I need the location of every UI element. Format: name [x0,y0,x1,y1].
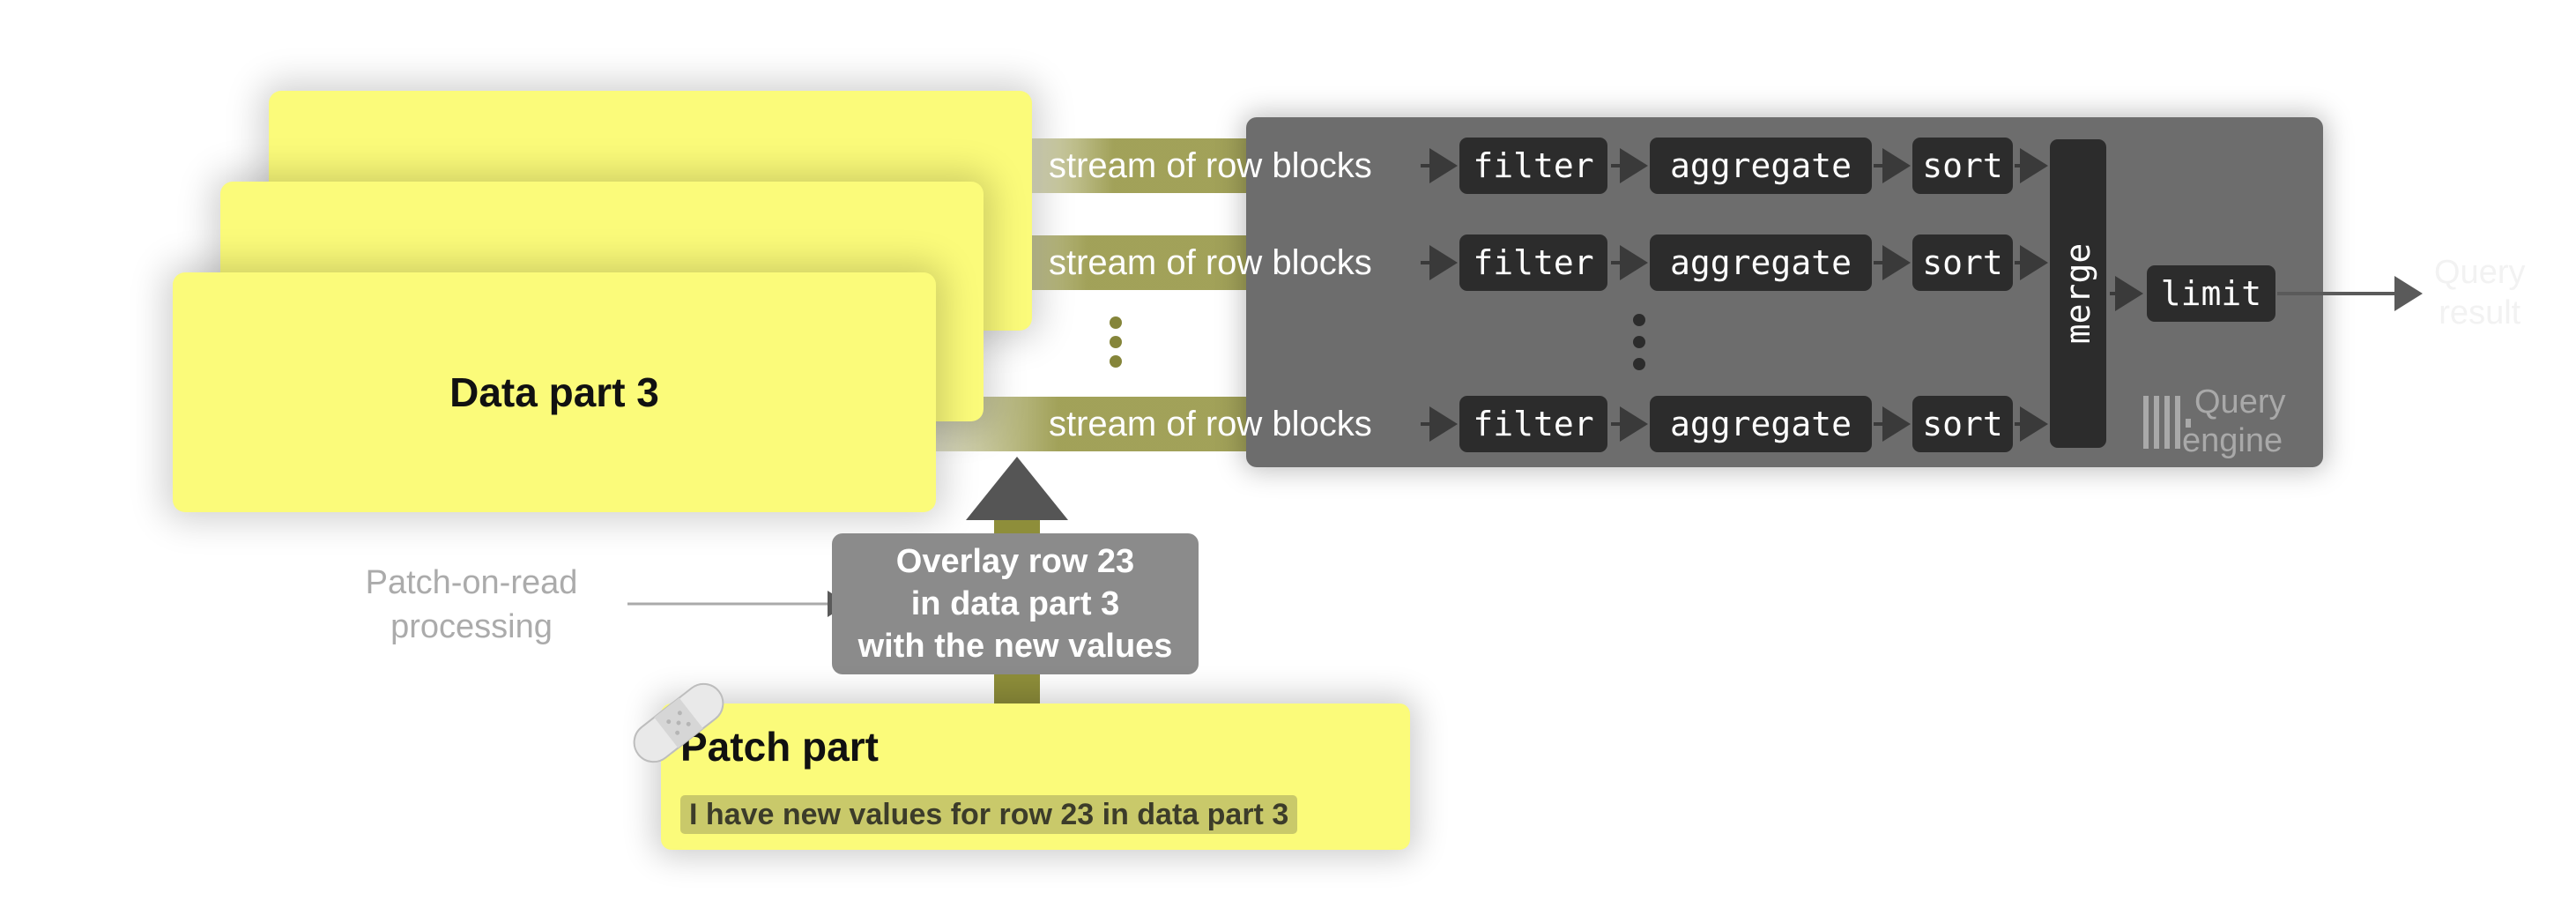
overlay-line1: Overlay row 23 [895,543,1135,580]
patch-on-read-label: Patch-on-read processing [317,561,626,649]
overlay-line2: in data part 3 [910,585,1120,622]
ellipsis-dot-engine-3 [1633,358,1645,370]
ellipsis-dot-stream-3 [1110,355,1122,368]
filter-box-1: filter [1459,138,1607,194]
query-result-label: Query result [2434,252,2525,333]
ellipsis-dot-stream-1 [1110,316,1122,329]
data-part-title: Data part 3 [449,369,659,415]
merge-label: merge [2059,242,2097,345]
aggregate-box-3: aggregate [1650,396,1872,452]
sort-box-3: sort [1912,396,2013,452]
ellipsis-dot-engine-2 [1633,336,1645,348]
merge-box: merge [2050,139,2106,448]
bandage-icon [633,682,724,763]
patch-on-read-line2: processing [390,608,553,645]
overlay-line3: with the new values [857,628,1173,665]
overlay-box: Overlay row 23 in data part 3 with the n… [832,533,1199,674]
sort-box-2: sort [1912,234,2013,291]
clickhouse-bars-icon [2143,396,2191,449]
stream-label-3: stream of row blocks [1049,405,1372,443]
patch-arrow-head [966,457,1068,520]
stream-label-1: stream of row blocks [1049,146,1372,185]
filter-box-2: filter [1459,234,1607,291]
aggregate-box-1: aggregate [1650,138,1872,194]
stream-label-2: stream of row blocks [1049,243,1372,282]
patch-on-read-line1: Patch-on-read [365,564,578,601]
patch-part-card: Patch part I have new values for row 23 … [661,703,1410,850]
ellipsis-dot-engine-1 [1633,314,1645,326]
patch-part-title: Patch part [680,724,879,770]
engine-logo-line1: Query [2194,383,2286,421]
filter-box-3: filter [1459,396,1607,452]
engine-logo-line2: engine [2182,422,2283,459]
limit-box: limit [2147,265,2275,322]
stream-band-1 [1022,138,1251,193]
data-part-card-front: Data part 3 [173,272,936,512]
sort-box-1: sort [1912,138,2013,194]
ellipsis-dot-stream-2 [1110,336,1122,348]
query-result-line2: result [2439,294,2521,331]
aggregate-box-2: aggregate [1650,234,1872,291]
patch-part-subtitle: I have new values for row 23 in data par… [680,795,1298,834]
query-result-line1: Query [2434,254,2526,291]
